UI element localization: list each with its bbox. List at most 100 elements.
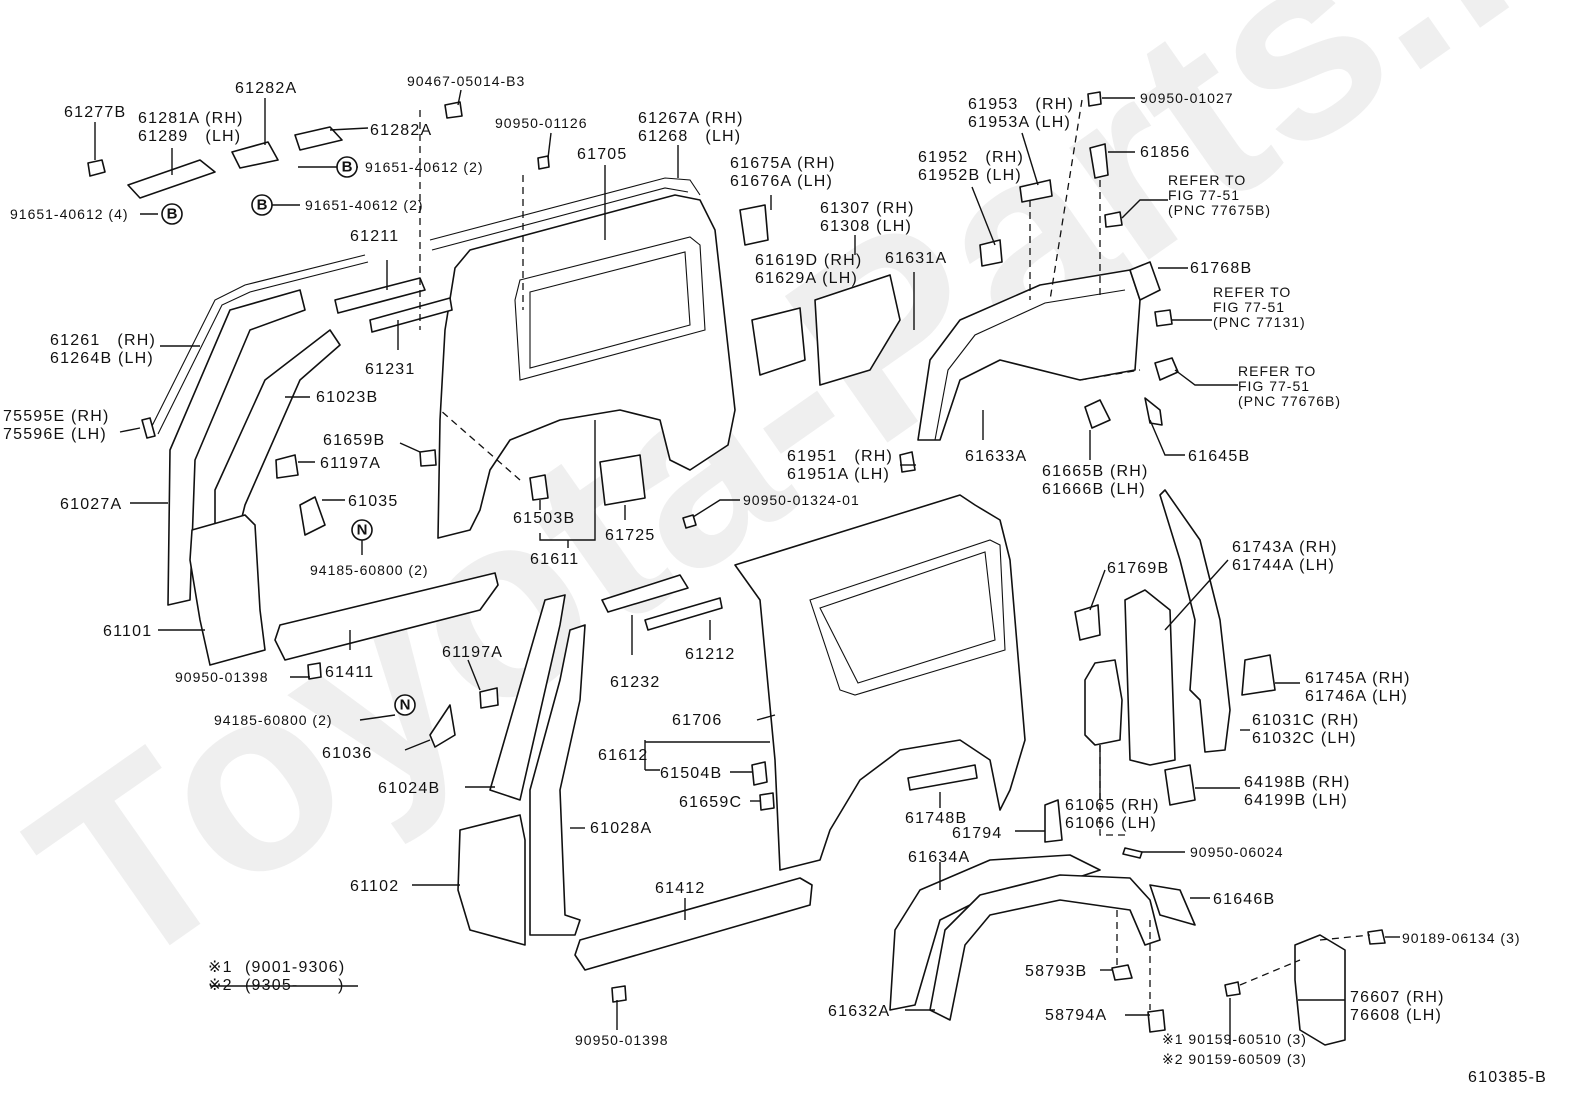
part-label[interactable]: 91651-40612 (2) <box>305 197 424 213</box>
bracket-61952 <box>979 239 1003 267</box>
part-label-line: 61261 (RH) <box>50 332 156 349</box>
part-label[interactable]: 90467-05014-B3 <box>407 73 525 89</box>
part-label[interactable]: 61232 <box>610 674 661 691</box>
part-label[interactable]: 61768B <box>1190 260 1252 277</box>
part-label[interactable]: 61065 (RH)61066 (LH) <box>1065 797 1160 832</box>
part-label[interactable]: 91651-40612 (4) <box>10 206 129 222</box>
part-label-line: ※1 90159-60510 (3) <box>1162 1031 1307 1047</box>
part-label[interactable]: 94185-60800 (2) <box>310 562 429 578</box>
part-label[interactable]: 91651-40612 (2) <box>365 159 484 175</box>
part-label[interactable]: 61027A <box>60 496 122 513</box>
part-label[interactable]: 61632A <box>828 1003 890 1020</box>
part-label[interactable]: 61646B <box>1213 891 1275 908</box>
part-label[interactable]: 61197A <box>442 644 503 661</box>
part-label[interactable]: 61745A (RH)61746A (LH) <box>1305 670 1411 705</box>
part-label[interactable]: 61261 (RH)61264B (LH) <box>50 332 156 367</box>
part-label-line: 91651-40612 (2) <box>365 159 484 175</box>
part-label[interactable]: 61411 <box>325 664 374 681</box>
part-label[interactable]: 61645B <box>1188 448 1250 465</box>
part-label[interactable]: 90950-06024 <box>1190 844 1284 860</box>
part-label[interactable]: 58794A <box>1045 1007 1107 1024</box>
part-label-line: 90950-01398 <box>175 669 269 685</box>
part-label-line: 61066 (LH) <box>1065 815 1157 832</box>
part-label[interactable]: 61725 <box>605 527 656 544</box>
part-label-line: 61282A <box>370 122 432 139</box>
part-label[interactable]: 61504B <box>660 765 722 782</box>
part-label[interactable]: 61231 <box>365 361 416 378</box>
bracket-61659C <box>759 792 775 811</box>
part-label-line: 61307 (RH) <box>820 200 915 217</box>
pillar-61028A <box>529 624 586 936</box>
part-label[interactable]: 61633A <box>965 448 1027 465</box>
part-label[interactable]: 61212 <box>685 646 736 663</box>
part-label[interactable]: 61631A <box>885 250 947 267</box>
part-label[interactable]: 61952 (RH)61952B (LH) <box>918 149 1024 184</box>
part-label[interactable]: 58793B <box>1025 963 1087 980</box>
bracket-58793B <box>1111 964 1133 981</box>
part-label[interactable]: 75595E (RH)75596E (LH) <box>3 408 110 443</box>
part-label[interactable]: 61953 (RH)61953A (LH) <box>968 96 1074 131</box>
part-label[interactable]: 90950-01126 <box>495 115 587 131</box>
part-label[interactable]: 61023B <box>316 389 378 406</box>
part-label[interactable]: 61281A (RH)61289 (LH) <box>138 110 244 145</box>
part-label[interactable]: 61036 <box>322 745 373 762</box>
pillar-61024B <box>489 594 566 801</box>
part-label[interactable]: 61665B (RH)61666B (LH) <box>1042 463 1149 498</box>
part-label[interactable]: 61706 <box>672 712 723 729</box>
part-label-line: 61951A (LH) <box>787 466 890 483</box>
part-label-line: 61746A (LH) <box>1305 688 1408 705</box>
part-label[interactable]: 61743A (RH)61744A (LH) <box>1232 539 1338 574</box>
part-label[interactable]: 61794 <box>952 825 1003 842</box>
part-label[interactable]: 61307 (RH)61308 (LH) <box>820 200 915 235</box>
part-label[interactable]: 61769B <box>1107 560 1169 577</box>
part-label[interactable]: 61102 <box>350 878 399 895</box>
part-label-line: 61705 <box>577 146 628 163</box>
part-label[interactable]: 61035 <box>348 493 399 510</box>
part-label[interactable]: 94185-60800 (2) <box>214 712 333 728</box>
part-label[interactable]: 61197A <box>320 455 381 472</box>
part-label[interactable]: 61951 (RH)61951A (LH) <box>787 448 893 483</box>
part-label[interactable]: 61634A <box>908 849 970 866</box>
part-label[interactable]: 64198B (RH)64199B (LH) <box>1244 774 1351 809</box>
part-label[interactable]: ※1 90159-60510 (3) <box>1162 1031 1307 1047</box>
part-label-line: 94185-60800 (2) <box>310 562 429 578</box>
part-label[interactable]: 76607 (RH)76608 (LH) <box>1350 989 1445 1024</box>
part-label[interactable]: 61856 <box>1140 144 1191 161</box>
part-label[interactable]: 61412 <box>655 880 706 897</box>
bracket-61036 <box>429 704 456 748</box>
window-opening-upper <box>514 236 706 381</box>
part-label[interactable]: 90950-01398 <box>575 1032 669 1048</box>
svg-text:N: N <box>400 697 411 714</box>
part-label[interactable]: 61282A <box>235 80 297 97</box>
part-label[interactable]: 90189-06134 (3) <box>1402 930 1521 946</box>
part-label[interactable]: 61659C <box>679 794 742 811</box>
part-label[interactable]: 61028A <box>590 820 652 837</box>
part-label[interactable]: ※2 90159-60509 (3) <box>1162 1051 1307 1067</box>
part-label[interactable]: 61024B <box>378 780 440 797</box>
part-label[interactable]: 61612 <box>598 747 649 764</box>
part-label[interactable]: 61211 <box>350 228 399 245</box>
part-label[interactable]: 61277B <box>64 104 126 121</box>
part-label-line: 90950-01126 <box>495 115 587 131</box>
part-label[interactable]: 61619D (RH)61629A (LH) <box>755 252 862 287</box>
part-outlines <box>87 91 1386 1046</box>
part-label[interactable]: 61705 <box>577 146 628 163</box>
part-label[interactable]: 61659B <box>323 432 385 449</box>
part-label[interactable]: 61748B <box>905 810 967 827</box>
part-label[interactable]: 61031C (RH)61032C (LH) <box>1252 712 1359 747</box>
part-label[interactable]: 61675A (RH)61676A (LH) <box>730 155 836 190</box>
roof-drip-61261 <box>149 254 366 431</box>
part-label[interactable]: 61101 <box>103 623 152 640</box>
part-label[interactable]: 61611 <box>530 551 579 568</box>
part-label[interactable]: 61282A <box>370 122 432 139</box>
part-label[interactable]: 90950-01324-01 <box>743 492 860 508</box>
strip-61231 <box>369 297 453 333</box>
part-label[interactable]: 90950-01027 <box>1140 90 1234 106</box>
part-label[interactable]: 90950-01398 <box>175 669 269 685</box>
part-labels: 61277B 61281A (RH)61289 (LH) 61282A 6128… <box>3 73 1521 1067</box>
part-label[interactable]: 61503B <box>513 510 575 527</box>
part-label[interactable]: 61267A (RH)61268 (LH) <box>638 110 744 145</box>
